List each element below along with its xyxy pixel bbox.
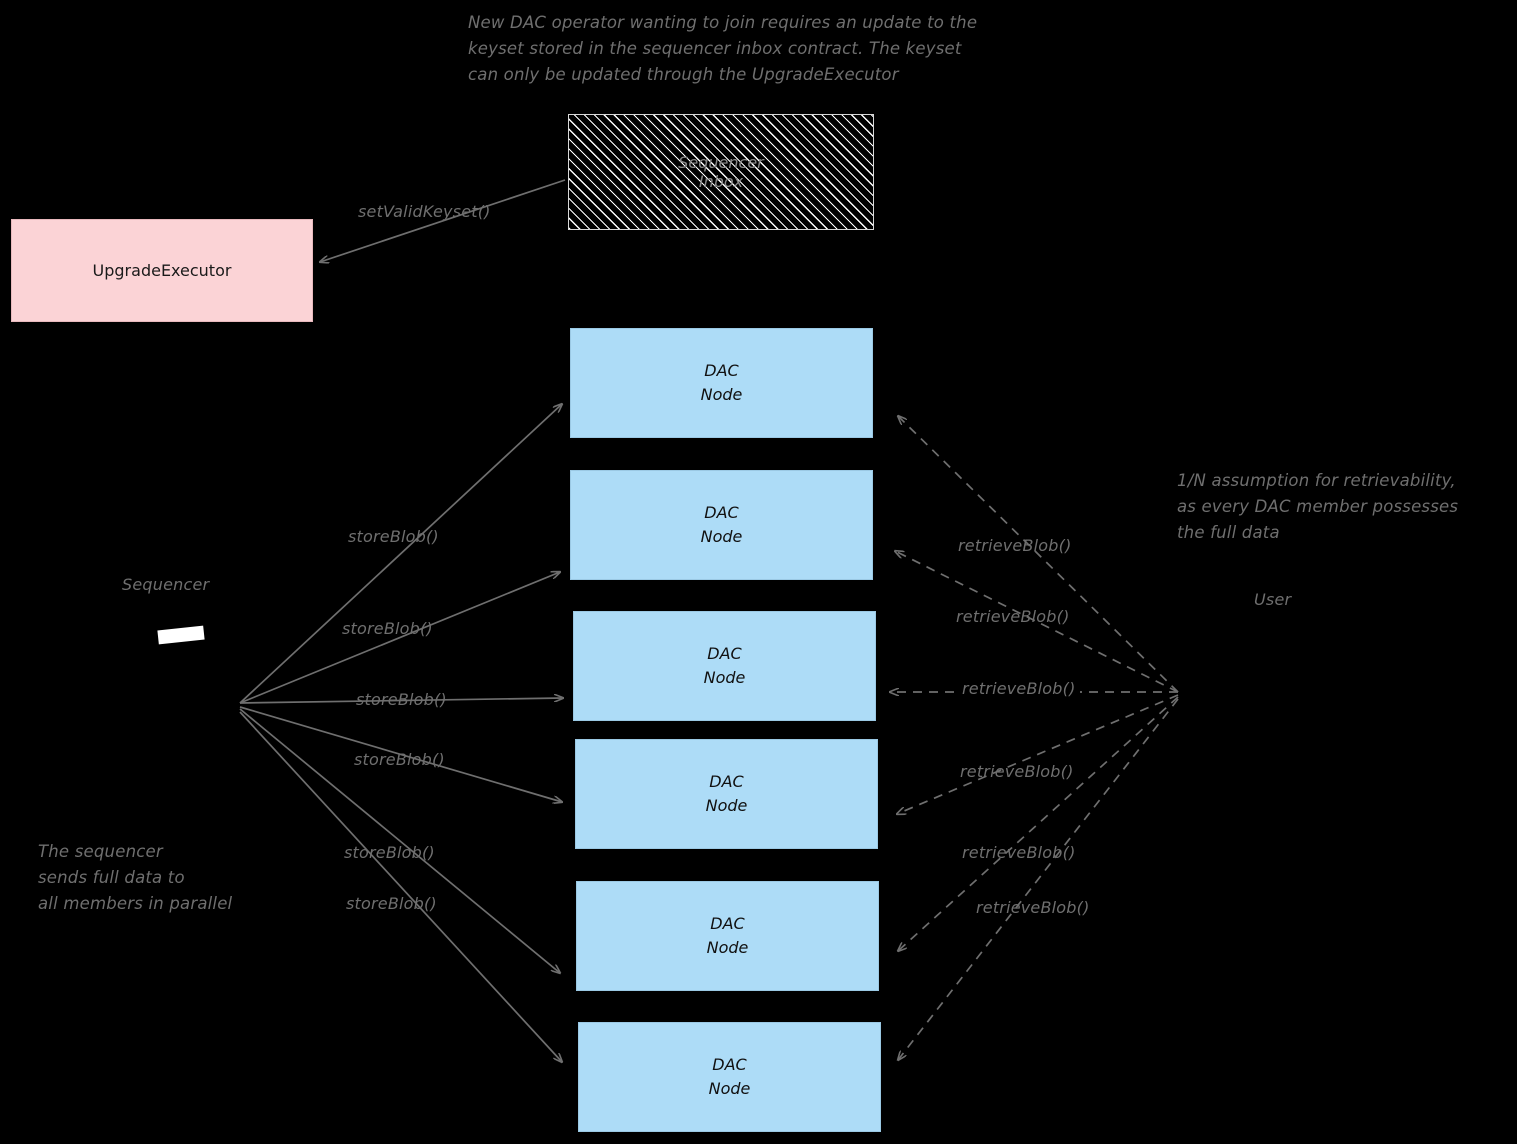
note-sequencer-parallel: The sequencer sends full data to all mem… bbox=[38, 842, 233, 913]
dac-node-2: DAC Node bbox=[570, 470, 873, 580]
edges-store-blob bbox=[239, 404, 563, 1062]
edge-label-retrieve-blob-1: retrieveBlob() bbox=[958, 536, 1072, 555]
note-keyset-update: New DAC operator wanting to join require… bbox=[468, 13, 978, 84]
sequencer-actor: Sequencer bbox=[122, 575, 209, 594]
edge-label-set-valid-keyset: setValidKeyset() bbox=[358, 202, 491, 221]
edge-label-store-blob-2: storeBlob() bbox=[342, 619, 433, 638]
dac-node-5: DAC Node bbox=[576, 881, 879, 991]
edge-label-store-blob-4: storeBlob() bbox=[354, 750, 445, 769]
edge-label-retrieve-blob-5: retrieveBlob() bbox=[962, 843, 1076, 862]
edge-label-retrieve-blob-4: retrieveBlob() bbox=[960, 762, 1074, 781]
edge-label-retrieve-blob-3: retrieveBlob() bbox=[958, 679, 1080, 698]
dac-node-3: DAC Node bbox=[573, 611, 876, 721]
edge-label-store-blob-6: storeBlob() bbox=[346, 894, 437, 913]
sequencer-label: Sequencer bbox=[122, 575, 210, 594]
edge-label-retrieve-blob-2: retrieveBlob() bbox=[956, 607, 1070, 626]
dac-node-1: DAC Node bbox=[570, 328, 873, 438]
edge-label-store-blob-1: storeBlob() bbox=[348, 527, 439, 546]
edge-set-valid-keyset bbox=[320, 179, 566, 262]
user-label: User bbox=[1254, 590, 1292, 609]
edge-label-store-blob-3: storeBlob() bbox=[356, 690, 447, 709]
upgrade-executor-box: UpgradeExecutor bbox=[11, 219, 313, 322]
sequencer-inbox-box: Sequencer Inbox bbox=[568, 114, 874, 230]
edge-label-retrieve-blob-6: retrieveBlob() bbox=[976, 898, 1090, 917]
dac-node-6: DAC Node bbox=[578, 1022, 881, 1132]
dac-node-4: DAC Node bbox=[575, 739, 878, 849]
edges-retrieve-blob bbox=[890, 416, 1179, 1060]
sequencer-icon bbox=[157, 625, 205, 645]
edge-label-store-blob-5: storeBlob() bbox=[344, 843, 435, 862]
note-retrievability: 1/N assumption for retrievability, as ev… bbox=[1177, 471, 1459, 542]
